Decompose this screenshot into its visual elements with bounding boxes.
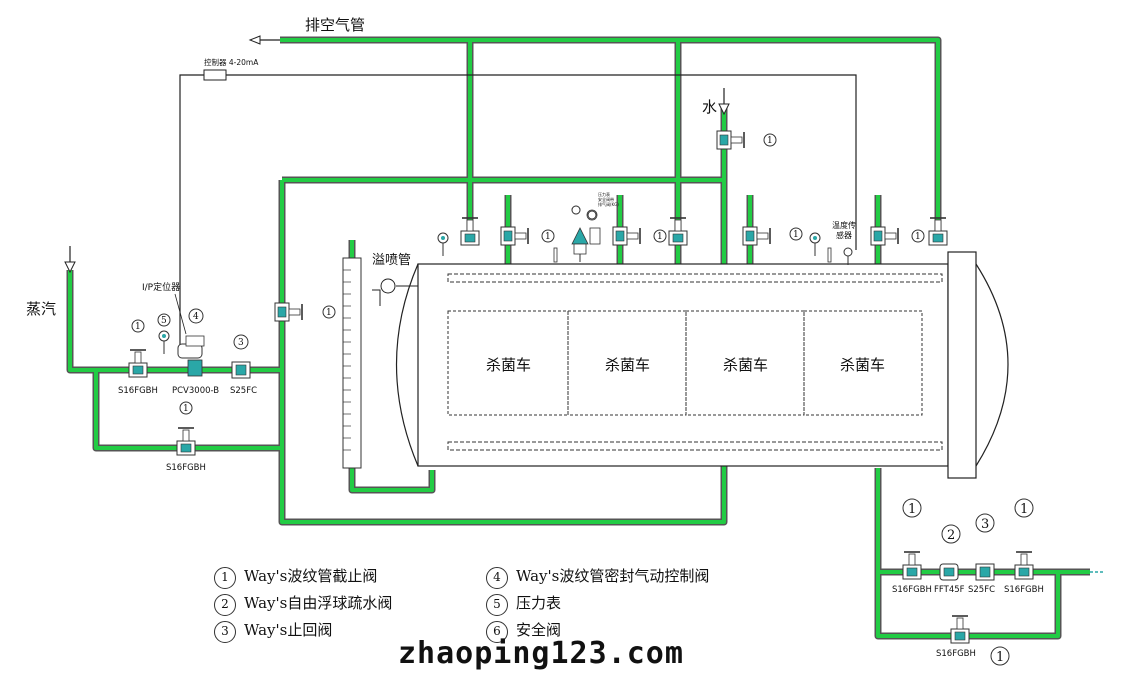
- safety-valve[interactable]: [571, 205, 589, 262]
- cart-label: 杀菌车: [605, 356, 650, 374]
- marker-text: 4: [193, 312, 199, 322]
- legend-text: Way's波纹管截止阀: [244, 567, 378, 585]
- steam-arrow-icon: [64, 246, 76, 274]
- cart-box: [803, 310, 923, 416]
- marker-text: 2: [947, 528, 955, 543]
- overflow-pipe-label: 溢喷管: [372, 253, 411, 268]
- valve-code: S16FGBH: [1004, 585, 1044, 595]
- controller-box: [203, 69, 227, 81]
- safety-note: 安全阀带: [598, 196, 614, 202]
- thermometer-icon: [827, 247, 832, 263]
- legend-text: Way's自由浮球疏水阀: [244, 594, 393, 612]
- globe-valve-1[interactable]: [500, 226, 529, 246]
- valve-code: S16FGBH: [936, 649, 976, 659]
- pressure-gauge-icon: [809, 232, 821, 257]
- exhaust-valve[interactable]: [460, 217, 480, 246]
- exhaust-arrow-icon: [248, 35, 280, 45]
- valve-code: S16FGBH: [118, 386, 158, 396]
- legend-number: 5: [486, 594, 508, 616]
- pressure-gauge-icon: [437, 232, 449, 257]
- legend-number: 1: [214, 567, 236, 589]
- legend-text: 安全阀: [516, 621, 562, 639]
- pressure-gauge-icon: [158, 330, 170, 355]
- drain-globe-valve-1[interactable]: [1014, 551, 1034, 580]
- pneumatic-control-valve-4[interactable]: [177, 335, 205, 377]
- ip-positioner-label: I/P定位器: [142, 281, 180, 293]
- water-globe-valve-1[interactable]: [716, 130, 745, 150]
- valve-code: S25FC: [230, 386, 257, 396]
- exhaust-valve[interactable]: [668, 217, 688, 246]
- legend-item: 1 Way's波纹管截止阀: [214, 565, 377, 589]
- temp-sensor-label: 温度传: [832, 220, 856, 230]
- legend-text: Way's止回阀: [244, 621, 333, 639]
- legend-number: 4: [486, 567, 508, 589]
- valve-code: S16FGBH: [892, 585, 932, 595]
- bypass-globe-valve-1[interactable]: [176, 427, 196, 456]
- marker-text: 1: [908, 502, 916, 517]
- marker-text: 1: [657, 232, 663, 242]
- marker-text: 1: [135, 322, 141, 332]
- marker-text: 5: [161, 316, 167, 326]
- water-label: 水: [702, 98, 717, 116]
- marker-text: 1: [545, 232, 551, 242]
- number-markers: [131, 133, 1034, 666]
- legend-number: 2: [214, 594, 236, 616]
- float-steam-trap-2[interactable]: [939, 563, 959, 581]
- lower-spray-pipe: [447, 441, 943, 451]
- steam-globe-valve-1[interactable]: [128, 349, 148, 378]
- spray-globe-valve-1[interactable]: [274, 302, 303, 322]
- sterilizer-vessel: [395, 251, 1009, 479]
- marker-text: 1: [996, 650, 1004, 665]
- cart-label: 杀菌车: [840, 356, 885, 374]
- safety-note: 排气阀(KG): [598, 201, 619, 207]
- drain-check-valve-3[interactable]: [975, 563, 995, 581]
- valve-code: S25FC: [968, 585, 995, 595]
- watermark: zhaoping123.com: [398, 636, 684, 671]
- marker-text: 1: [1020, 502, 1028, 517]
- thermometer-icon: [553, 247, 558, 263]
- drain-bypass-valve-1[interactable]: [950, 615, 970, 644]
- legend-item: 2 Way's自由浮球疏水阀: [214, 592, 392, 616]
- globe-valve-1[interactable]: [742, 226, 771, 246]
- legend-item: 3 Way's止回阀: [214, 619, 332, 643]
- legend-text: 压力表: [516, 594, 562, 612]
- cart-label: 杀菌车: [486, 356, 531, 374]
- controller-signal-line: [179, 74, 857, 348]
- valve-code: PCV3000-B: [172, 386, 219, 396]
- legend-number: 6: [486, 621, 508, 643]
- marker-text: 1: [183, 404, 189, 414]
- steam-label: 蒸汽: [26, 300, 56, 318]
- temp-sensor-label: 感器: [836, 230, 852, 240]
- marker-text: 1: [793, 230, 799, 240]
- upper-spray-pipe: [447, 273, 943, 283]
- cart-group: 杀菌车 杀菌车 杀菌车 杀菌车: [447, 310, 923, 416]
- marker-text: 3: [981, 517, 989, 532]
- legend-number: 3: [214, 621, 236, 643]
- legend-item: 4 Way's波纹管密封气动控制阀: [486, 565, 709, 589]
- legend-item: 5 压力表: [486, 592, 561, 616]
- drain-globe-valve-1[interactable]: [902, 551, 922, 580]
- globe-valve-1[interactable]: [612, 226, 641, 246]
- overflow-pipe-icon: [372, 278, 418, 306]
- overflow-level-gauge: [342, 257, 362, 469]
- exhaust-valve[interactable]: [928, 217, 948, 246]
- globe-valve-1[interactable]: [870, 226, 899, 246]
- marker-text: 1: [326, 308, 332, 318]
- valve-code: FFT45F: [934, 585, 965, 595]
- legend-item: 6 安全阀: [486, 619, 561, 643]
- check-valve-3[interactable]: [231, 361, 251, 379]
- valve-code: S16FGBH: [166, 463, 206, 473]
- water-arrow-icon: [718, 88, 730, 116]
- marker-text: 3: [238, 338, 244, 348]
- controller-label: 控制器 4-20mA: [204, 57, 259, 67]
- marker-text: 1: [767, 136, 773, 146]
- cart-label: 杀菌车: [723, 356, 768, 374]
- temperature-sensor-icon: [843, 247, 853, 265]
- legend-text: Way's波纹管密封气动控制阀: [516, 567, 710, 585]
- marker-text: 1: [915, 232, 921, 242]
- safety-note: 压力表: [598, 191, 610, 197]
- exhaust-pipe-label: 排空气管: [305, 16, 365, 34]
